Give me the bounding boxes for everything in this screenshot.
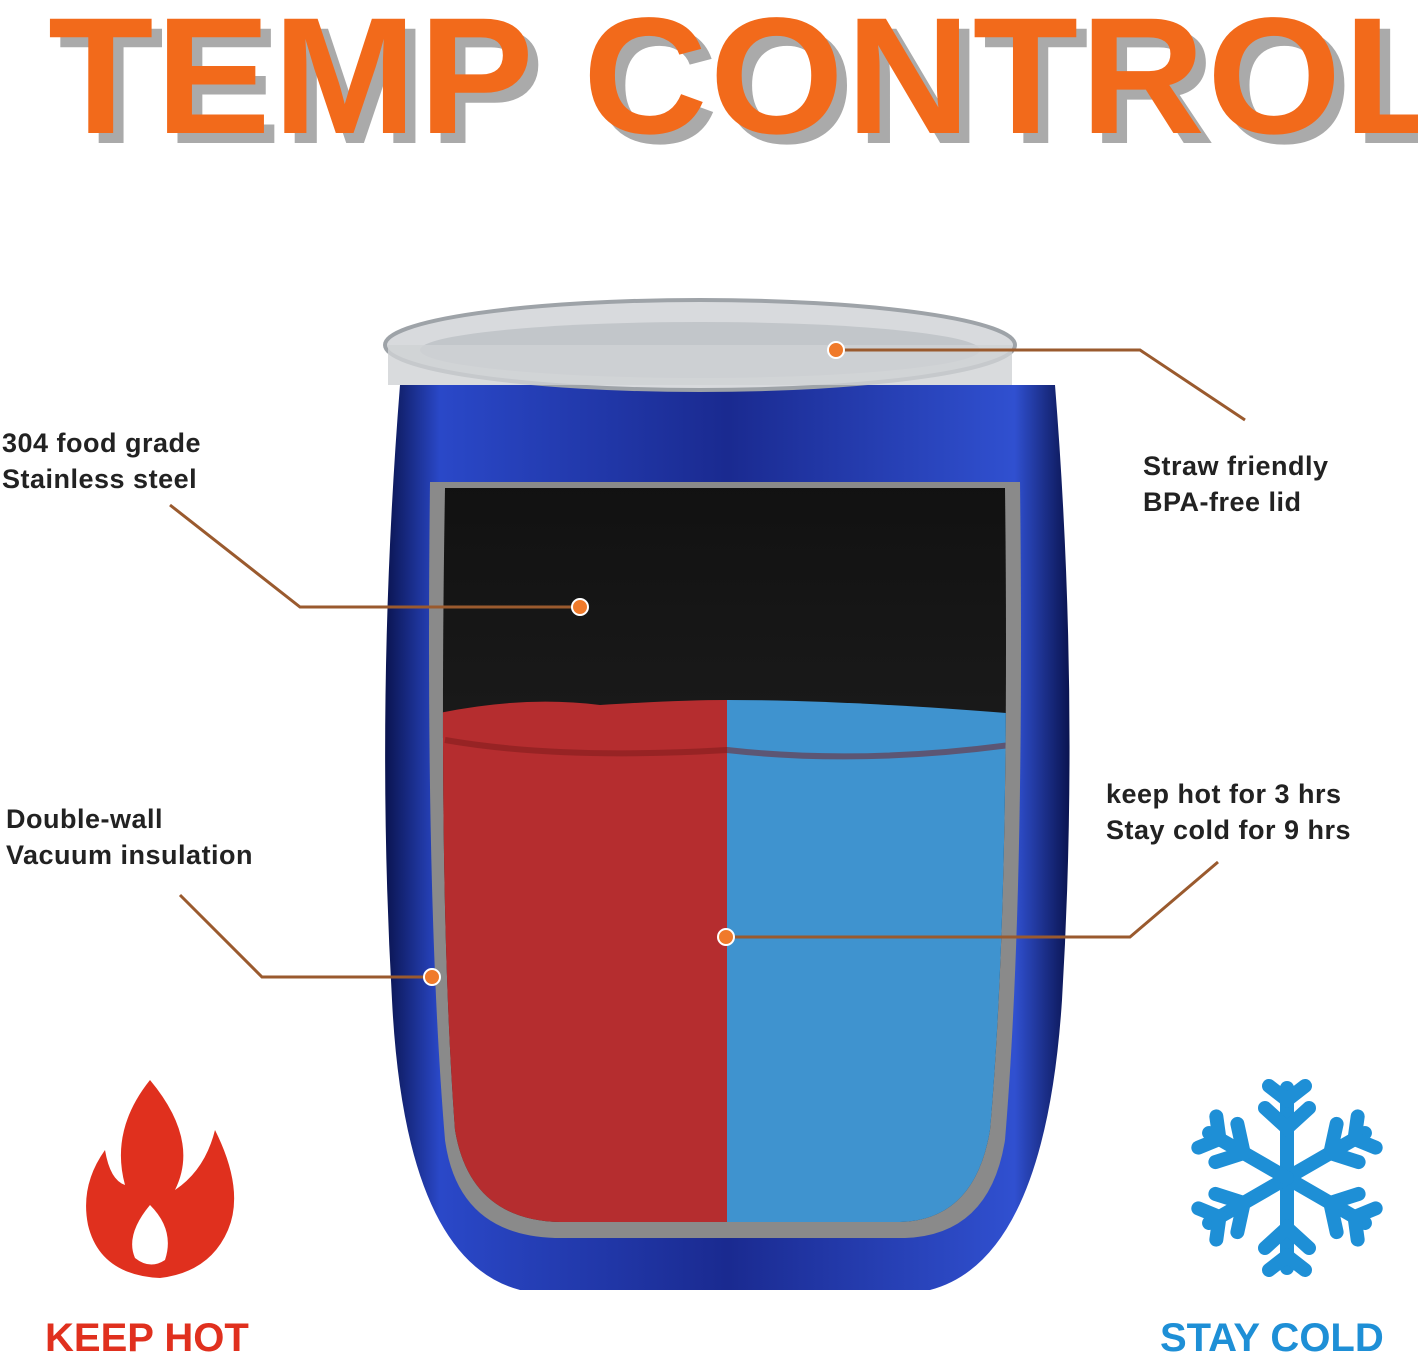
- callout-lid: Straw friendly BPA-free lid: [1143, 448, 1329, 520]
- flame-icon: [86, 1080, 235, 1278]
- callout-dots: [423, 341, 845, 986]
- callout-steel-line2: Stainless steel: [2, 464, 198, 494]
- callout-temp-line2: Stay cold for 9 hrs: [1106, 815, 1352, 845]
- callout-lid-line2: BPA-free lid: [1143, 487, 1302, 517]
- snowflake-icon: [1196, 1079, 1377, 1270]
- callout-steel: 304 food grade Stainless steel: [2, 425, 201, 497]
- callout-lid-line1: Straw friendly: [1143, 451, 1329, 481]
- page-title: TEMP CONTROL: [48, 0, 1418, 169]
- callout-lines: [169, 348, 1246, 979]
- stay-cold-label: STAY COLD: [1160, 1316, 1384, 1360]
- keep-hot-label: KEEP HOT: [45, 1316, 249, 1360]
- callout-temp-line1: keep hot for 3 hrs: [1106, 779, 1342, 809]
- callout-insulation: Double-wall Vacuum insulation: [6, 801, 253, 873]
- callout-insulation-line1: Double-wall: [6, 804, 164, 834]
- callout-steel-line1: 304 food grade: [2, 428, 202, 458]
- callout-temp: keep hot for 3 hrs Stay cold for 9 hrs: [1106, 776, 1351, 848]
- lid: [383, 298, 1017, 392]
- callout-insulation-line2: Vacuum insulation: [6, 840, 254, 870]
- tumbler-body: [385, 385, 1070, 1290]
